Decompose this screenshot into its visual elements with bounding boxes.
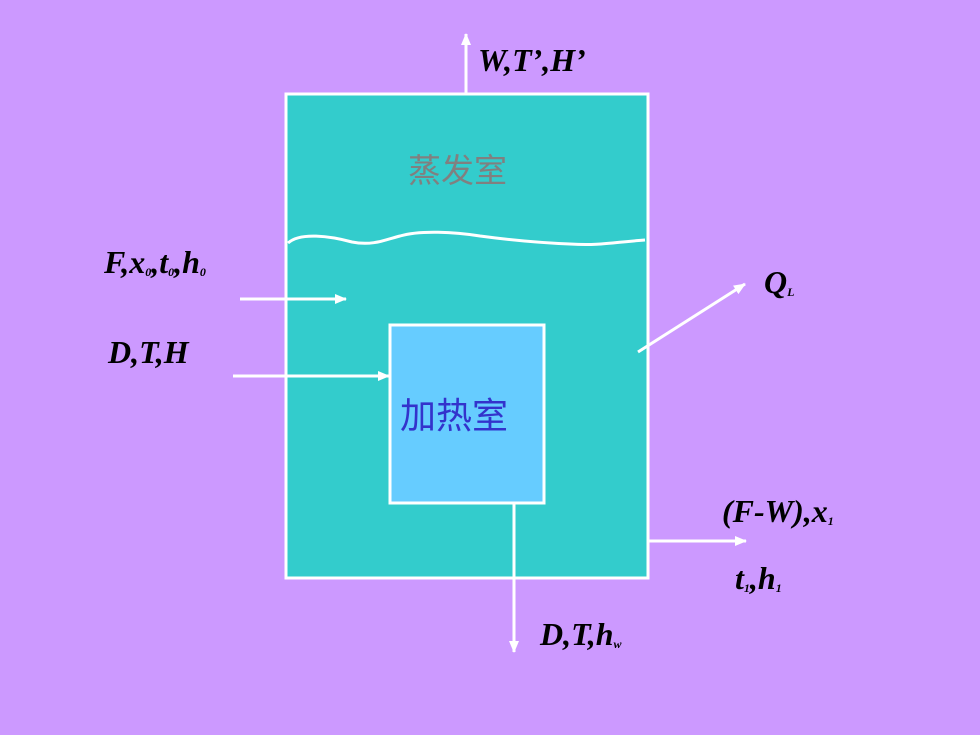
product-outlet-props-label: t1,h1 (735, 560, 782, 596)
heat-loss-arrow (637, 282, 746, 354)
vapor-outlet-label: W,T’,H’ (478, 42, 586, 78)
heating-chamber-label: 加热室 (400, 396, 509, 437)
heating-chamber-box (388, 323, 546, 505)
product-outlet-label: (F-W),x1 (722, 493, 834, 529)
evaporation-chamber-label: 蒸发室 (408, 151, 507, 190)
liquid-surface-line (286, 230, 646, 247)
steam-inlet-label: D,T,H (108, 334, 189, 370)
heat-loss-label: QL (764, 264, 795, 300)
condensate-outlet-label: D,T,hw (540, 616, 622, 652)
feed-inlet-label: F,x0,t0,h0 (104, 244, 206, 280)
